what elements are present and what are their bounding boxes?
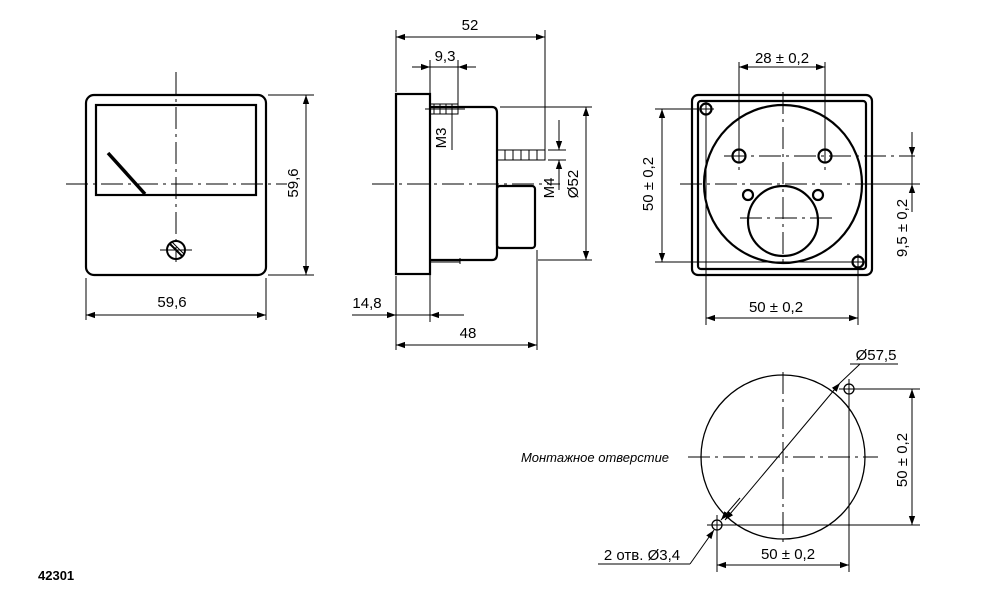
- side-terminal-block: [495, 184, 537, 250]
- mounting-cutout-view: Ø57,5 Монтажное отверстие 2 отв. Ø3,4 50…: [521, 347, 920, 572]
- flange-thickness-dimension: 14,8: [352, 295, 381, 312]
- screw-offset-dimension: 9,3: [435, 48, 456, 65]
- side-flange: [394, 92, 432, 276]
- mounting-hole-icon: [698, 101, 714, 117]
- overall-length-dimension: 52: [462, 17, 479, 34]
- front-height-dimension: 59,6: [285, 168, 302, 197]
- rear-small-hole-left: [741, 188, 755, 202]
- pointer-needle: [106, 151, 147, 196]
- side-view: 52 9,3 M3 M4 Ø52 14,8 48: [352, 17, 592, 350]
- cutout-hole-spacing-horizontal: 50 ± 0,2: [761, 546, 815, 563]
- drawing-code: 42301: [38, 568, 74, 583]
- body-diameter-dimension: Ø52: [565, 170, 582, 198]
- rear-terminal-circle: [746, 184, 820, 258]
- body-depth-dimension: 48: [460, 325, 477, 342]
- rear-hole-spacing-horizontal: 50 ± 0,2: [749, 299, 803, 316]
- front-housing: [84, 93, 268, 277]
- zero-adjust-screw-icon: [160, 240, 192, 260]
- cutout-diameter-dimension: Ø57,5: [856, 347, 897, 364]
- cutout-holes-label: 2 отв. Ø3,4: [604, 547, 680, 564]
- front-view: 59,6 59,6: [66, 72, 314, 320]
- front-width-dimension: 59,6: [157, 294, 186, 311]
- rear-hole-spacing-vertical: 50 ± 0,2: [640, 157, 657, 211]
- cutout-hole-spacing-vertical: 50 ± 0,2: [894, 433, 911, 487]
- cutout-title: Монтажное отверстие: [521, 450, 669, 465]
- stud-offset-dimension: 9,5 ± 0,2: [894, 199, 911, 257]
- rear-view: 28 ± 0,2 50 ± 0,2 50 ± 0,2 9,5 ± 0,2: [640, 50, 920, 325]
- stud-thread-label: M4: [541, 178, 558, 199]
- mounting-hole-icon: [850, 254, 866, 270]
- stud-spacing-dimension: 28 ± 0,2: [755, 50, 809, 67]
- screw-thread-label: M3: [433, 128, 450, 149]
- rear-small-hole-right: [811, 188, 825, 202]
- rear-housing: [690, 93, 874, 277]
